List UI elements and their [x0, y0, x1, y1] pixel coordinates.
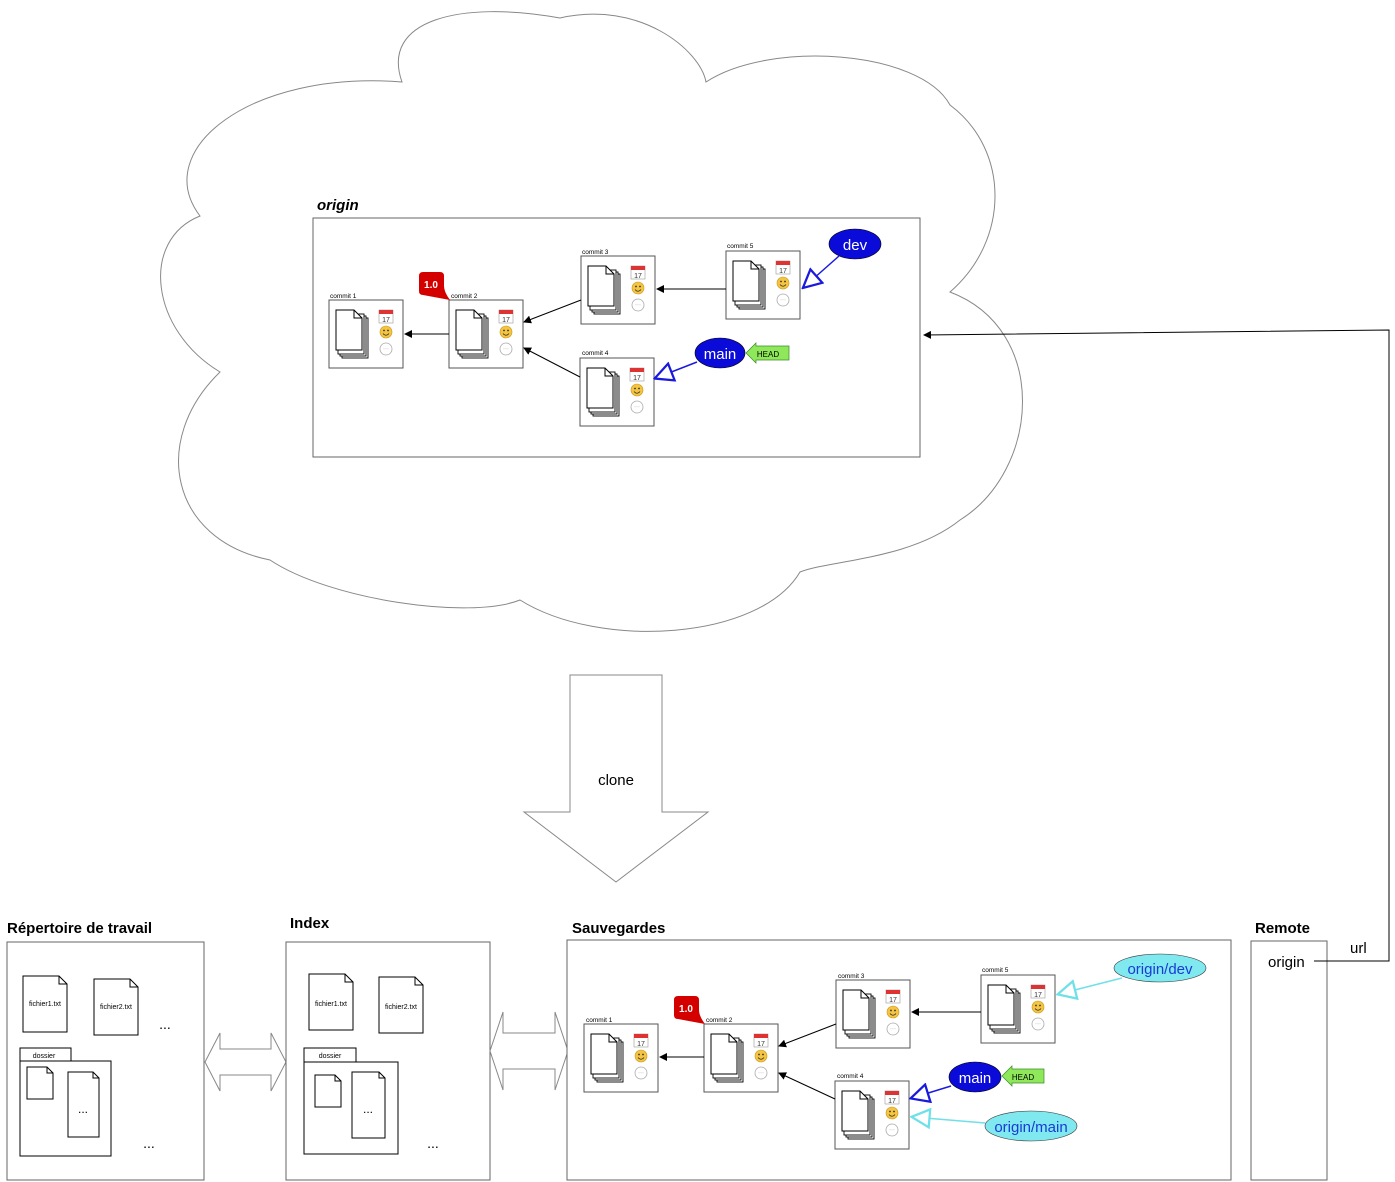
svg-text:main: main	[704, 346, 737, 363]
index-file-2: fichier2.txt	[378, 976, 424, 1034]
origin-repo-title: origin	[317, 197, 359, 214]
origin-commit-3: commit 3	[580, 249, 656, 325]
svg-text:1.0: 1.0	[424, 280, 438, 291]
svg-text:dev: dev	[843, 237, 868, 254]
remote-url-label: url	[1350, 940, 1367, 957]
origin-branch-dev: dev	[828, 228, 882, 260]
local-commit-5: commit 5	[980, 967, 1056, 1044]
svg-text:dossier: dossier	[33, 1053, 56, 1060]
svg-text:fichier2.txt: fichier2.txt	[100, 1004, 132, 1011]
svg-text:commit 3: commit 3	[838, 973, 865, 980]
origin-tag-1-0: 1.0	[419, 272, 450, 300]
svg-text:1.0: 1.0	[679, 1004, 693, 1015]
remote-branch-origin-dev: origin/dev	[1113, 953, 1207, 983]
origin-commit-1: commit 1	[328, 293, 404, 369]
svg-text:HEAD: HEAD	[1012, 1073, 1034, 1082]
origin-main-pointer-arrow	[913, 1117, 986, 1123]
index-folder: dossier ...	[303, 1047, 399, 1155]
svg-text:commit 5: commit 5	[982, 967, 1009, 974]
clone-label: clone	[598, 772, 634, 789]
local-parent-arrow	[778, 1023, 837, 1048]
origin-parent-arrow	[523, 347, 581, 378]
index-title: Index	[290, 915, 330, 932]
svg-text:commit 2: commit 2	[706, 1017, 733, 1024]
svg-text:origin/main: origin/main	[994, 1119, 1067, 1136]
clone-arrow	[522, 674, 710, 883]
working-ellipsis: ...	[143, 1135, 155, 1151]
svg-text:dossier: dossier	[319, 1053, 342, 1060]
svg-text:HEAD: HEAD	[757, 350, 779, 359]
svg-text:...: ...	[78, 1102, 88, 1116]
working-dir-title: Répertoire de travail	[7, 920, 152, 937]
origin-dev-pointer-arrow	[1059, 977, 1123, 994]
local-tag-1-0: 1.0	[674, 996, 705, 1024]
remote-url-connector	[923, 329, 1390, 962]
origin-commit-5: commit 5	[725, 243, 801, 320]
svg-text:commit 5: commit 5	[727, 243, 754, 250]
index-ellipsis: ...	[427, 1135, 439, 1151]
index-saves-double-arrow	[489, 1011, 569, 1091]
svg-text:commit 4: commit 4	[837, 1073, 864, 1080]
remote-title: Remote	[1255, 920, 1310, 937]
local-commit-4: commit 4	[834, 1073, 910, 1150]
main-pointer-arrow	[912, 1086, 952, 1098]
main-pointer-arrow	[656, 361, 698, 378]
local-commit-1: commit 1	[583, 1017, 659, 1093]
remote-box	[1250, 940, 1328, 1181]
working-index-double-arrow	[204, 1032, 287, 1092]
svg-text:commit 3: commit 3	[582, 249, 609, 256]
origin-parent-arrow	[523, 299, 582, 324]
local-head-label: HEAD	[1001, 1065, 1045, 1087]
svg-text:commit 4: commit 4	[582, 350, 609, 357]
local-commit-2: commit 2	[703, 1017, 779, 1093]
working-file-2: fichier2.txt	[93, 978, 139, 1036]
svg-text:...: ...	[363, 1102, 373, 1116]
svg-text:origin/dev: origin/dev	[1127, 961, 1193, 978]
svg-text:fichier2.txt: fichier2.txt	[385, 1004, 417, 1011]
working-file-1: fichier1.txt	[22, 975, 68, 1033]
dev-pointer-arrow	[804, 255, 840, 287]
local-branch-main: main	[948, 1061, 1002, 1093]
local-commit-3: commit 3	[835, 973, 911, 1049]
local-parent-arrow	[778, 1072, 836, 1100]
origin-commit-2: commit 2	[448, 293, 524, 369]
origin-commit-4: commit 4	[579, 350, 655, 427]
working-folder: dossier ...	[19, 1047, 112, 1157]
remote-branch-origin-main: origin/main	[984, 1110, 1078, 1142]
saves-title: Sauvegardes	[572, 920, 665, 937]
svg-text:main: main	[959, 1070, 992, 1087]
svg-text:fichier1.txt: fichier1.txt	[315, 1001, 347, 1008]
svg-text:commit 1: commit 1	[330, 293, 357, 300]
svg-text:commit 1: commit 1	[586, 1017, 613, 1024]
svg-text:commit 2: commit 2	[451, 293, 478, 300]
working-ellipsis: ...	[159, 1016, 171, 1032]
remote-origin-entry: origin	[1268, 954, 1305, 971]
svg-text:fichier1.txt: fichier1.txt	[29, 1001, 61, 1008]
origin-head-label: HEAD	[745, 342, 790, 364]
index-file-1: fichier1.txt	[308, 973, 354, 1031]
origin-branch-main: main	[694, 337, 746, 369]
